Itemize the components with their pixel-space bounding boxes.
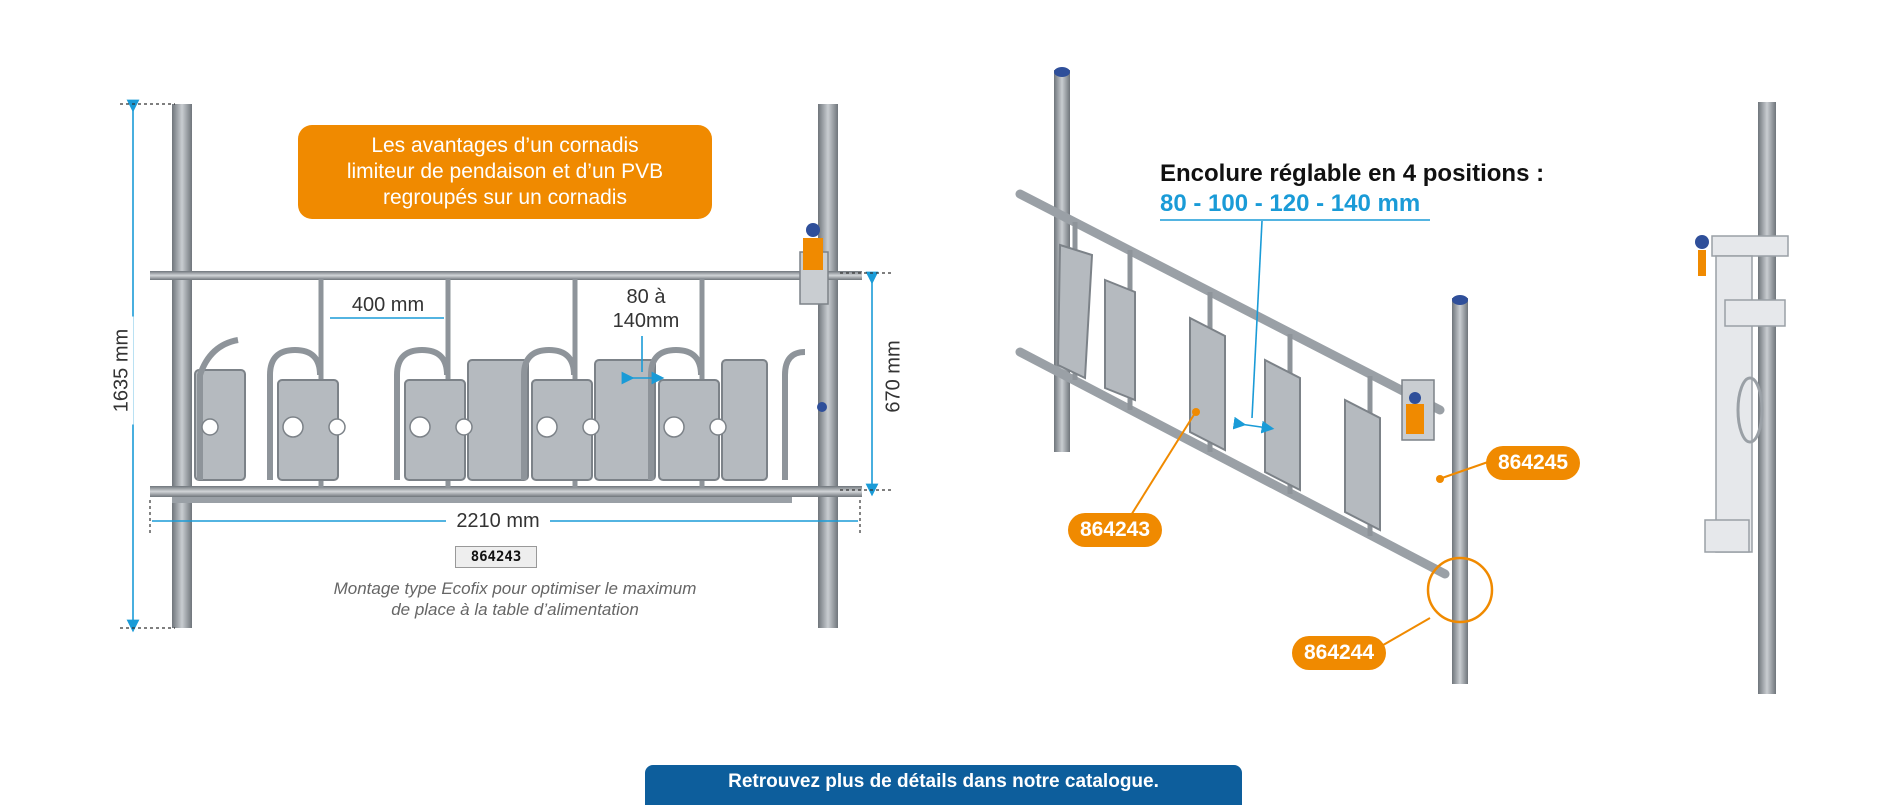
- dim-width: 2210 mm: [446, 510, 550, 533]
- caption-line-1: Montage type Ecofix pour optimiser le ma…: [333, 579, 697, 598]
- bottom-rail: [150, 486, 862, 497]
- perspective-view-drawing: [1015, 67, 1494, 684]
- ref-pill-864243: 864243: [1068, 513, 1162, 547]
- callout-line-2: limiteur de pendaison et d’un PVB: [346, 160, 664, 183]
- dim-spacing: 400 mm: [336, 294, 440, 317]
- right-post: [818, 104, 838, 628]
- dim-frame-height: 670 mm: [882, 328, 906, 425]
- front-view-drawing: [120, 99, 892, 633]
- top-rail: [150, 271, 862, 280]
- ref-pill-864244: 864244: [1292, 636, 1386, 670]
- side-view-drawing: [1695, 102, 1789, 694]
- callout-line-1: Les avantages d’un cornadis: [371, 134, 639, 157]
- catalogue-banner[interactable]: Retrouvez plus de détails dans notre cat…: [645, 765, 1242, 805]
- ref-pill-864245: 864245: [1486, 446, 1580, 480]
- dim-total-height: 1635 mm: [110, 316, 134, 425]
- caption-line-2: de place à la table d’alimentation: [391, 600, 639, 619]
- advantages-callout: Les avantages d’un cornadis limiteur de …: [298, 125, 712, 219]
- callout-line-3: regroupés sur un cornadis: [383, 186, 627, 209]
- product-ref-label: 864243: [455, 546, 537, 568]
- dim-neck-line-2: 140mm: [612, 310, 680, 332]
- mounting-caption: Montage type Ecofix pour optimiser le ma…: [280, 578, 750, 620]
- left-post: [172, 104, 192, 628]
- neck-adjust-values: 80 - 100 - 120 - 140 mm: [1160, 190, 1421, 217]
- dim-neck-line-1: 80 à: [626, 286, 666, 308]
- neck-adjust-title: Encolure réglable en 4 positions :: [1160, 160, 1545, 187]
